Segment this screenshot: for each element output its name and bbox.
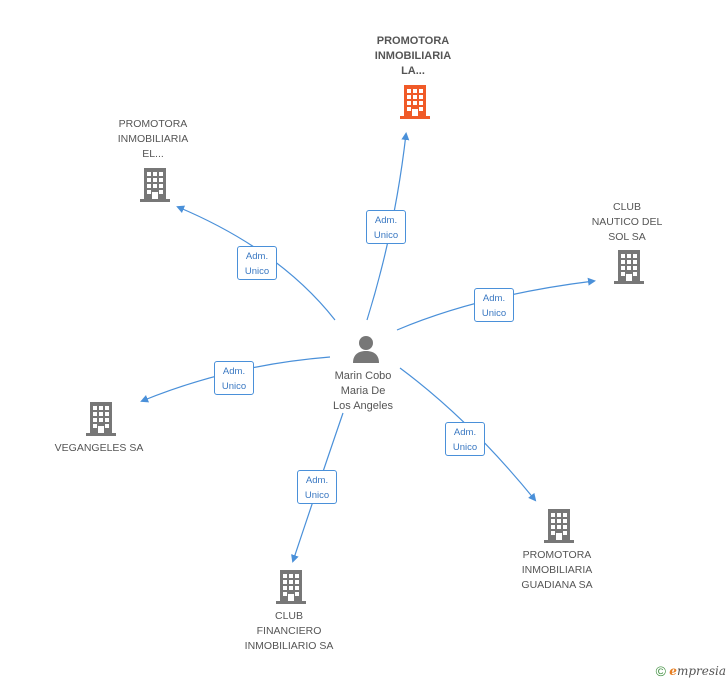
node-label-promotora-el[interactable]: PROMOTORA INMOBILIARIA EL... (117, 118, 189, 160)
building-icon[interactable] (140, 167, 170, 208)
center-person[interactable] (351, 334, 381, 364)
empresia-logo: empresia (669, 664, 726, 678)
building-icon[interactable] (544, 508, 574, 549)
node-label-club-nautico[interactable]: CLUB NAUTICO DEL SOL SA (591, 201, 663, 243)
building-icon[interactable] (86, 401, 116, 442)
role-box-club-nautico[interactable]: Adm. Unico (474, 288, 514, 322)
building-icon[interactable] (276, 569, 306, 610)
center-person-name[interactable]: Marin Cobo Maria De Los Angeles (333, 370, 393, 412)
role-box-club-financiero[interactable]: Adm. Unico (297, 470, 337, 504)
node-label-vegangeles[interactable]: VEGANGELES SA (54, 442, 144, 454)
role-box-promotora-la[interactable]: Adm. Unico (366, 210, 406, 244)
role-box-promotora-el[interactable]: Adm. Unico (237, 246, 277, 280)
node-label-promotora-la[interactable]: PROMOTORA INMOBILIARIA LA... (374, 35, 452, 77)
building-icon[interactable] (614, 249, 644, 290)
role-box-promotora-guadiana[interactable]: Adm. Unico (445, 422, 485, 456)
building-icon[interactable] (400, 84, 430, 125)
role-box-vegangeles[interactable]: Adm. Unico (214, 361, 254, 395)
node-label-promotora-guadiana[interactable]: PROMOTORA INMOBILIARIA GUADIANA SA (521, 549, 593, 591)
copyright-icon: © (655, 663, 666, 679)
node-label-club-financiero[interactable]: CLUB FINANCIERO INMOBILIARIO SA (244, 610, 334, 652)
person-icon (353, 336, 379, 363)
footer-brand[interactable]: © empresia (656, 663, 726, 679)
